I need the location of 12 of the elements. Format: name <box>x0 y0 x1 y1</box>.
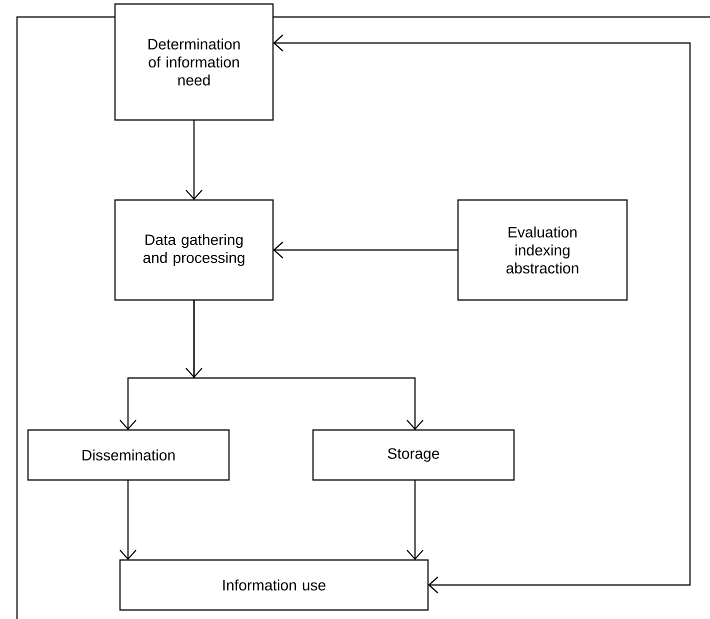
process-box: Data gathering and processing <box>114 199 274 301</box>
process-box: Determination of information need <box>114 3 274 121</box>
process-box: Evaluation indexing abstraction <box>457 199 628 301</box>
arrow <box>120 480 136 560</box>
process-box: Dissemination <box>27 429 230 481</box>
arrow <box>273 34 691 594</box>
arrow <box>186 120 202 200</box>
process-box: Storage <box>312 429 515 481</box>
arrow <box>273 242 458 258</box>
arrow <box>186 300 202 378</box>
arrow <box>406 480 424 560</box>
process-box: Information use <box>119 559 429 611</box>
